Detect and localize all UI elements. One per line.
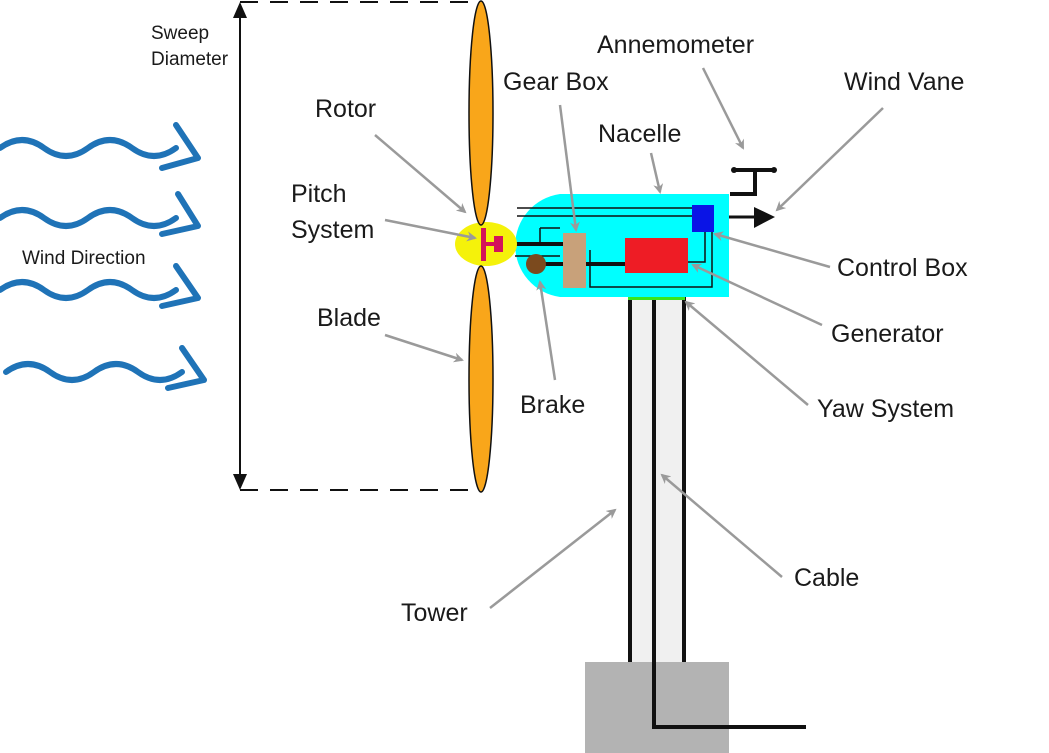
tower bbox=[585, 295, 806, 753]
control-box bbox=[692, 205, 714, 232]
pitch-system-arrow bbox=[384, 218, 477, 242]
wind-arrow-3 bbox=[0, 263, 201, 309]
tower-label: Tower bbox=[401, 599, 468, 627]
rotor-label: Rotor bbox=[315, 95, 376, 123]
generator-arrow bbox=[691, 263, 823, 327]
cable-label: Cable bbox=[794, 564, 859, 592]
generator-label: Generator bbox=[831, 320, 944, 348]
blade-upper bbox=[468, 0, 494, 226]
wind-arrows bbox=[0, 122, 207, 391]
gear-box bbox=[563, 233, 586, 288]
wind-arrow-2 bbox=[0, 191, 201, 237]
sweep-label-line1: Sweep bbox=[151, 23, 209, 44]
control-box-arrow bbox=[713, 231, 831, 269]
sweep-label-line2: Diameter bbox=[151, 49, 229, 70]
blade-arrow bbox=[384, 333, 464, 363]
nacelle-label: Nacelle bbox=[598, 120, 681, 148]
nacelle-arrow bbox=[649, 152, 664, 194]
wind-arrow-1 bbox=[0, 122, 201, 171]
yaw-system-arrow bbox=[684, 300, 809, 406]
wind-arrow-4 bbox=[3, 345, 207, 391]
annemometer-label: Annemometer bbox=[597, 31, 754, 59]
blade-label: Blade bbox=[317, 304, 381, 332]
pitch-system bbox=[481, 228, 503, 261]
brake bbox=[526, 254, 546, 274]
rotor-arrow bbox=[374, 134, 467, 214]
wind-vane bbox=[729, 207, 775, 228]
annemometer-arrow bbox=[701, 67, 745, 150]
gear-box-arrow bbox=[558, 104, 580, 232]
foundation bbox=[585, 662, 729, 753]
anemometer-mast bbox=[730, 168, 774, 196]
tower-arrow bbox=[489, 508, 617, 609]
cable-arrow bbox=[660, 473, 783, 578]
pitch-label-line2: System bbox=[291, 216, 374, 244]
brake-label: Brake bbox=[520, 391, 585, 419]
sweep-diameter-marker bbox=[233, 1, 480, 491]
tower-body bbox=[628, 295, 686, 667]
generator bbox=[625, 238, 688, 273]
nacelle bbox=[500, 194, 729, 297]
gear-box-label: Gear Box bbox=[503, 68, 609, 96]
yaw-system-label: Yaw System bbox=[817, 395, 954, 423]
control-box-label: Control Box bbox=[837, 254, 968, 282]
pitch-label-line1: Pitch bbox=[291, 180, 347, 208]
brake-arrow bbox=[536, 280, 557, 381]
leader-arrows bbox=[374, 67, 884, 609]
wind-vane-label: Wind Vane bbox=[844, 68, 964, 96]
wind-direction-label: Wind Direction bbox=[22, 248, 146, 269]
wind-vane-arrow bbox=[775, 107, 884, 212]
blade-lower bbox=[468, 265, 494, 493]
